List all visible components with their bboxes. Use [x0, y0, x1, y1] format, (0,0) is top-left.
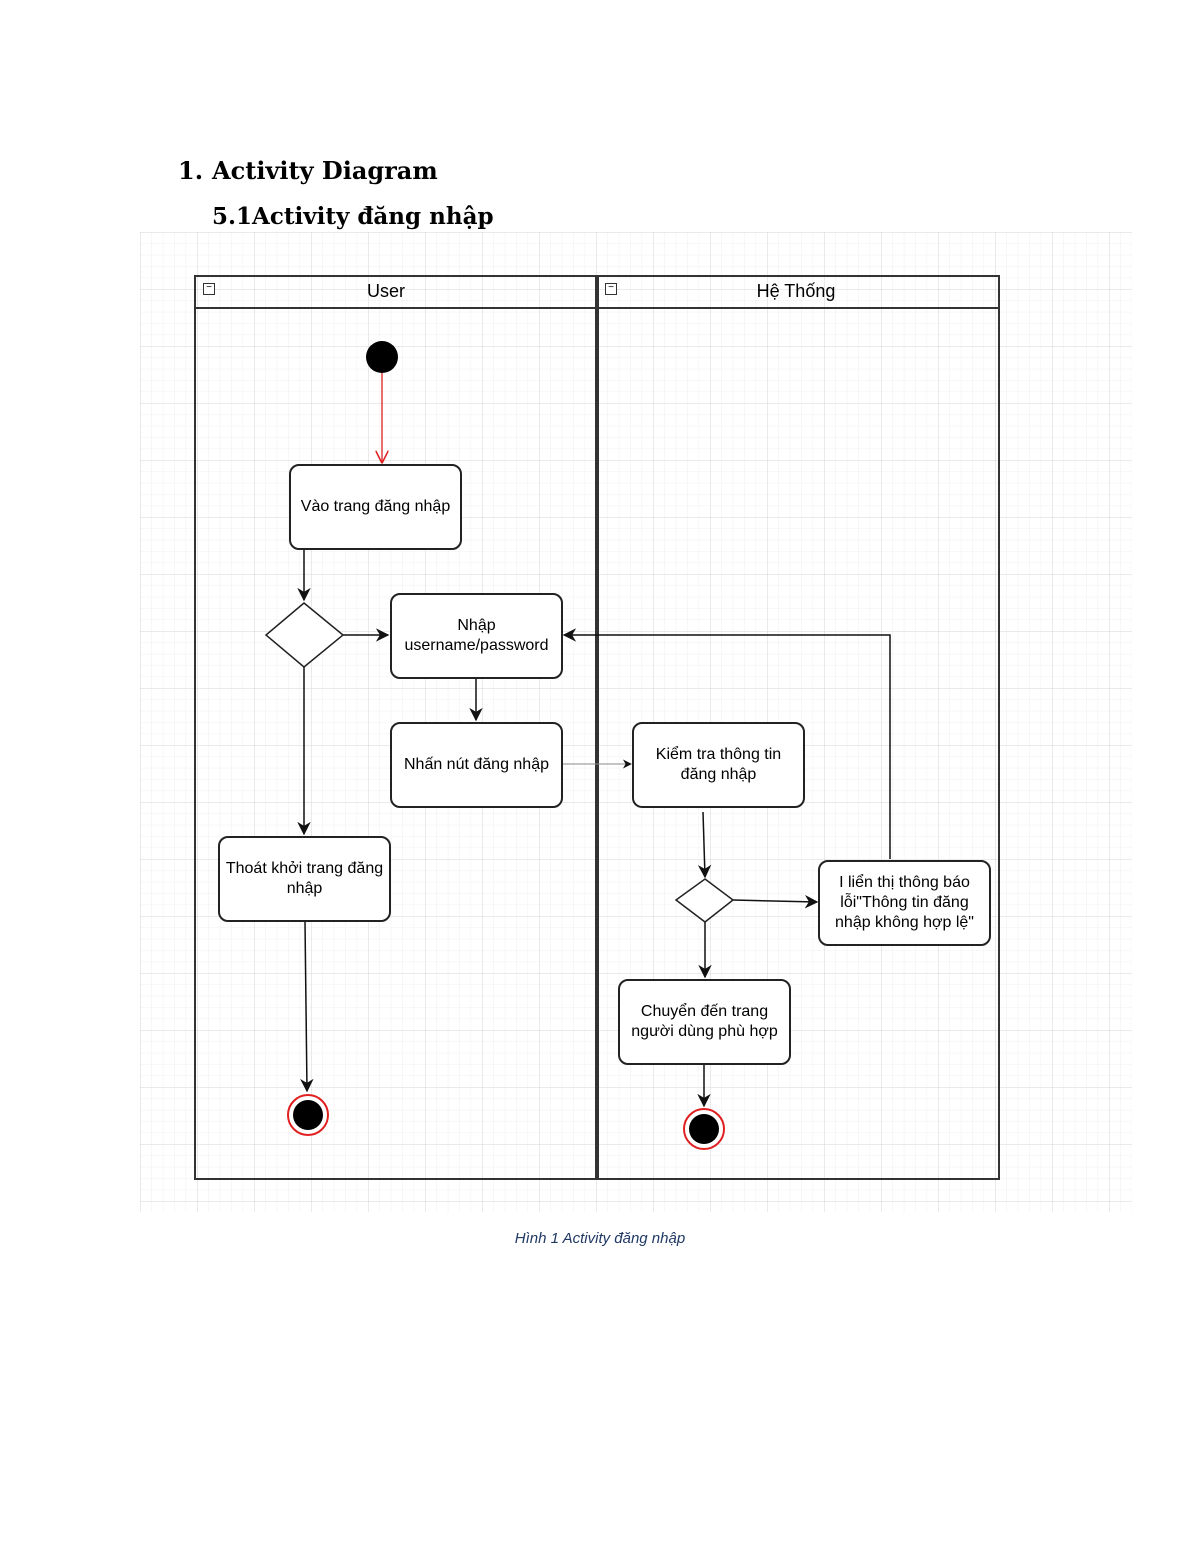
minus-icon[interactable]: −	[605, 283, 617, 295]
edge-error-to-input	[562, 628, 891, 859]
subsection-heading: 5.1Activity đăng nhập	[212, 203, 494, 230]
initial-node	[366, 341, 398, 373]
action-show-error: I liển thị thông báo lỗi"Thông tin đăng …	[818, 860, 991, 946]
action-input-credentials: Nhập username/password	[390, 593, 563, 679]
decision-node-user	[264, 602, 345, 668]
action-check-login-info: Kiểm tra thông tin đăng nhập	[632, 722, 805, 808]
lane-title-system: Hệ Thống	[756, 281, 836, 301]
minus-icon[interactable]: −	[203, 283, 215, 295]
edge-exit-to-end	[300, 921, 314, 1093]
action-exit-login-page: Thoát khởi trang đăng nhập	[218, 836, 391, 922]
action-press-login-button: Nhấn nút đăng nhập	[390, 722, 563, 808]
edge-decision-to-error	[732, 894, 819, 909]
section-heading: 1. Activity Diagram	[178, 156, 438, 185]
figure-caption: Hình 1 Activity đăng nhập	[514, 1230, 686, 1247]
decision-node-system	[674, 878, 735, 923]
action-redirect-user-page: Chuyển đến trang người dùng phù hợp	[618, 979, 791, 1065]
section-number: 1.	[178, 156, 204, 185]
final-node-system	[683, 1108, 725, 1150]
swimlane-frame	[194, 275, 1000, 1180]
edge-check-to-decision	[697, 811, 712, 879]
action-enter-login-page: Vào trang đăng nhập	[289, 464, 462, 550]
section-title: Activity Diagram	[212, 156, 438, 185]
lane-title-user: User	[366, 281, 405, 301]
final-node-user	[287, 1094, 329, 1136]
